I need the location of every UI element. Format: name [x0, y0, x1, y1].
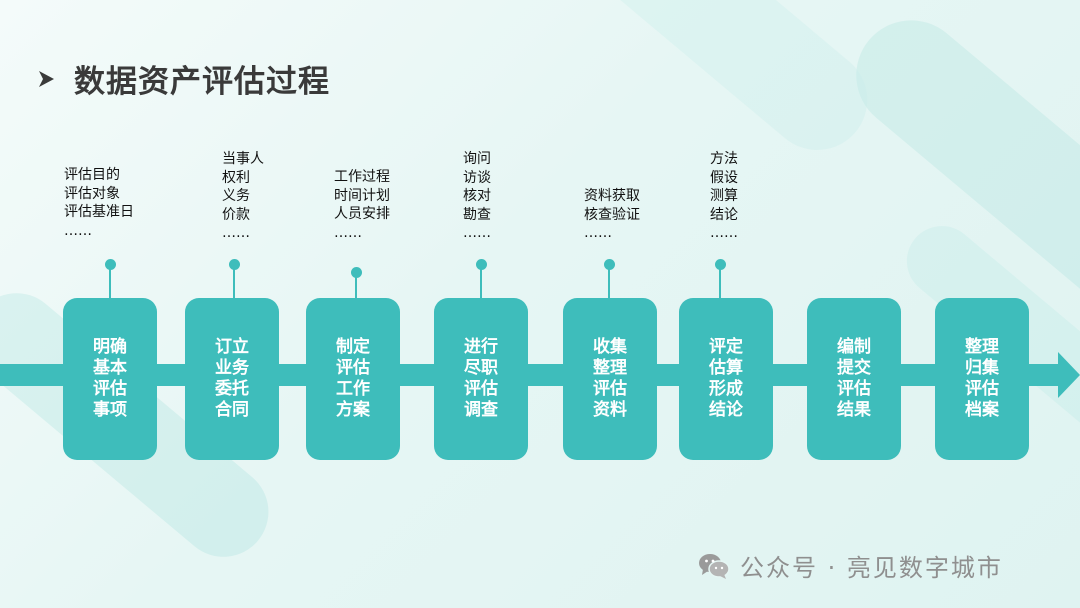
page-title: 数据资产评估过程 — [74, 64, 330, 100]
step-box: 评定估算形成结论 — [679, 298, 773, 460]
connector-line — [719, 264, 721, 298]
connector-line — [608, 264, 610, 298]
step-label: 制定评估工作方案 — [336, 337, 370, 420]
connector-line — [355, 272, 357, 298]
wechat-icon — [699, 553, 730, 579]
step-label: 整理归集评估档案 — [965, 337, 999, 420]
step-box: 编制提交评估结果 — [807, 298, 901, 460]
step-note: 工作过程 时间计划 人员安排 …… — [334, 169, 390, 241]
connector-line — [109, 264, 111, 298]
step-box: 进行尽职评估调查 — [434, 298, 528, 460]
step-note: 方法 假设 测算 结论 …… — [710, 151, 738, 241]
step-note: 资料获取 核查验证 …… — [584, 188, 640, 241]
connector-dot — [104, 258, 116, 270]
step-box: 整理归集评估档案 — [935, 298, 1029, 460]
connector-line — [480, 264, 482, 298]
step-label: 明确基本评估事项 — [93, 337, 127, 420]
connector-dot — [228, 258, 240, 270]
arrowhead-bullet-icon — [39, 70, 54, 87]
background-decoration — [532, 0, 888, 171]
connector-dot — [714, 258, 726, 270]
connector-line — [233, 264, 235, 298]
step-box: 制定评估工作方案 — [306, 298, 400, 460]
step-label: 评定估算形成结论 — [709, 337, 743, 420]
process-arrow — [0, 352, 1080, 398]
connector-dot — [603, 258, 615, 270]
step-box: 明确基本评估事项 — [63, 298, 157, 460]
step-label: 编制提交评估结果 — [837, 337, 871, 420]
step-label: 订立业务委托合同 — [215, 337, 249, 420]
step-label: 收集整理评估资料 — [593, 337, 627, 420]
connector-dot — [475, 258, 487, 270]
step-label: 进行尽职评估调查 — [464, 337, 498, 420]
title-bar: 数据资产评估过程 — [36, 56, 330, 101]
step-box: 收集整理评估资料 — [563, 298, 657, 460]
step-note: 评估目的 评估对象 评估基准日 …… — [64, 167, 134, 239]
connector-dot — [350, 266, 362, 278]
watermark: 公众号 · 亮见数字城市 — [698, 548, 1003, 583]
step-box: 订立业务委托合同 — [185, 298, 279, 460]
step-note: 当事人 权利 义务 价款 …… — [222, 151, 264, 241]
watermark-text: 公众号 · 亮见数字城市 — [740, 554, 1003, 582]
step-note: 询问 访谈 核对 勘查 …… — [463, 151, 491, 241]
